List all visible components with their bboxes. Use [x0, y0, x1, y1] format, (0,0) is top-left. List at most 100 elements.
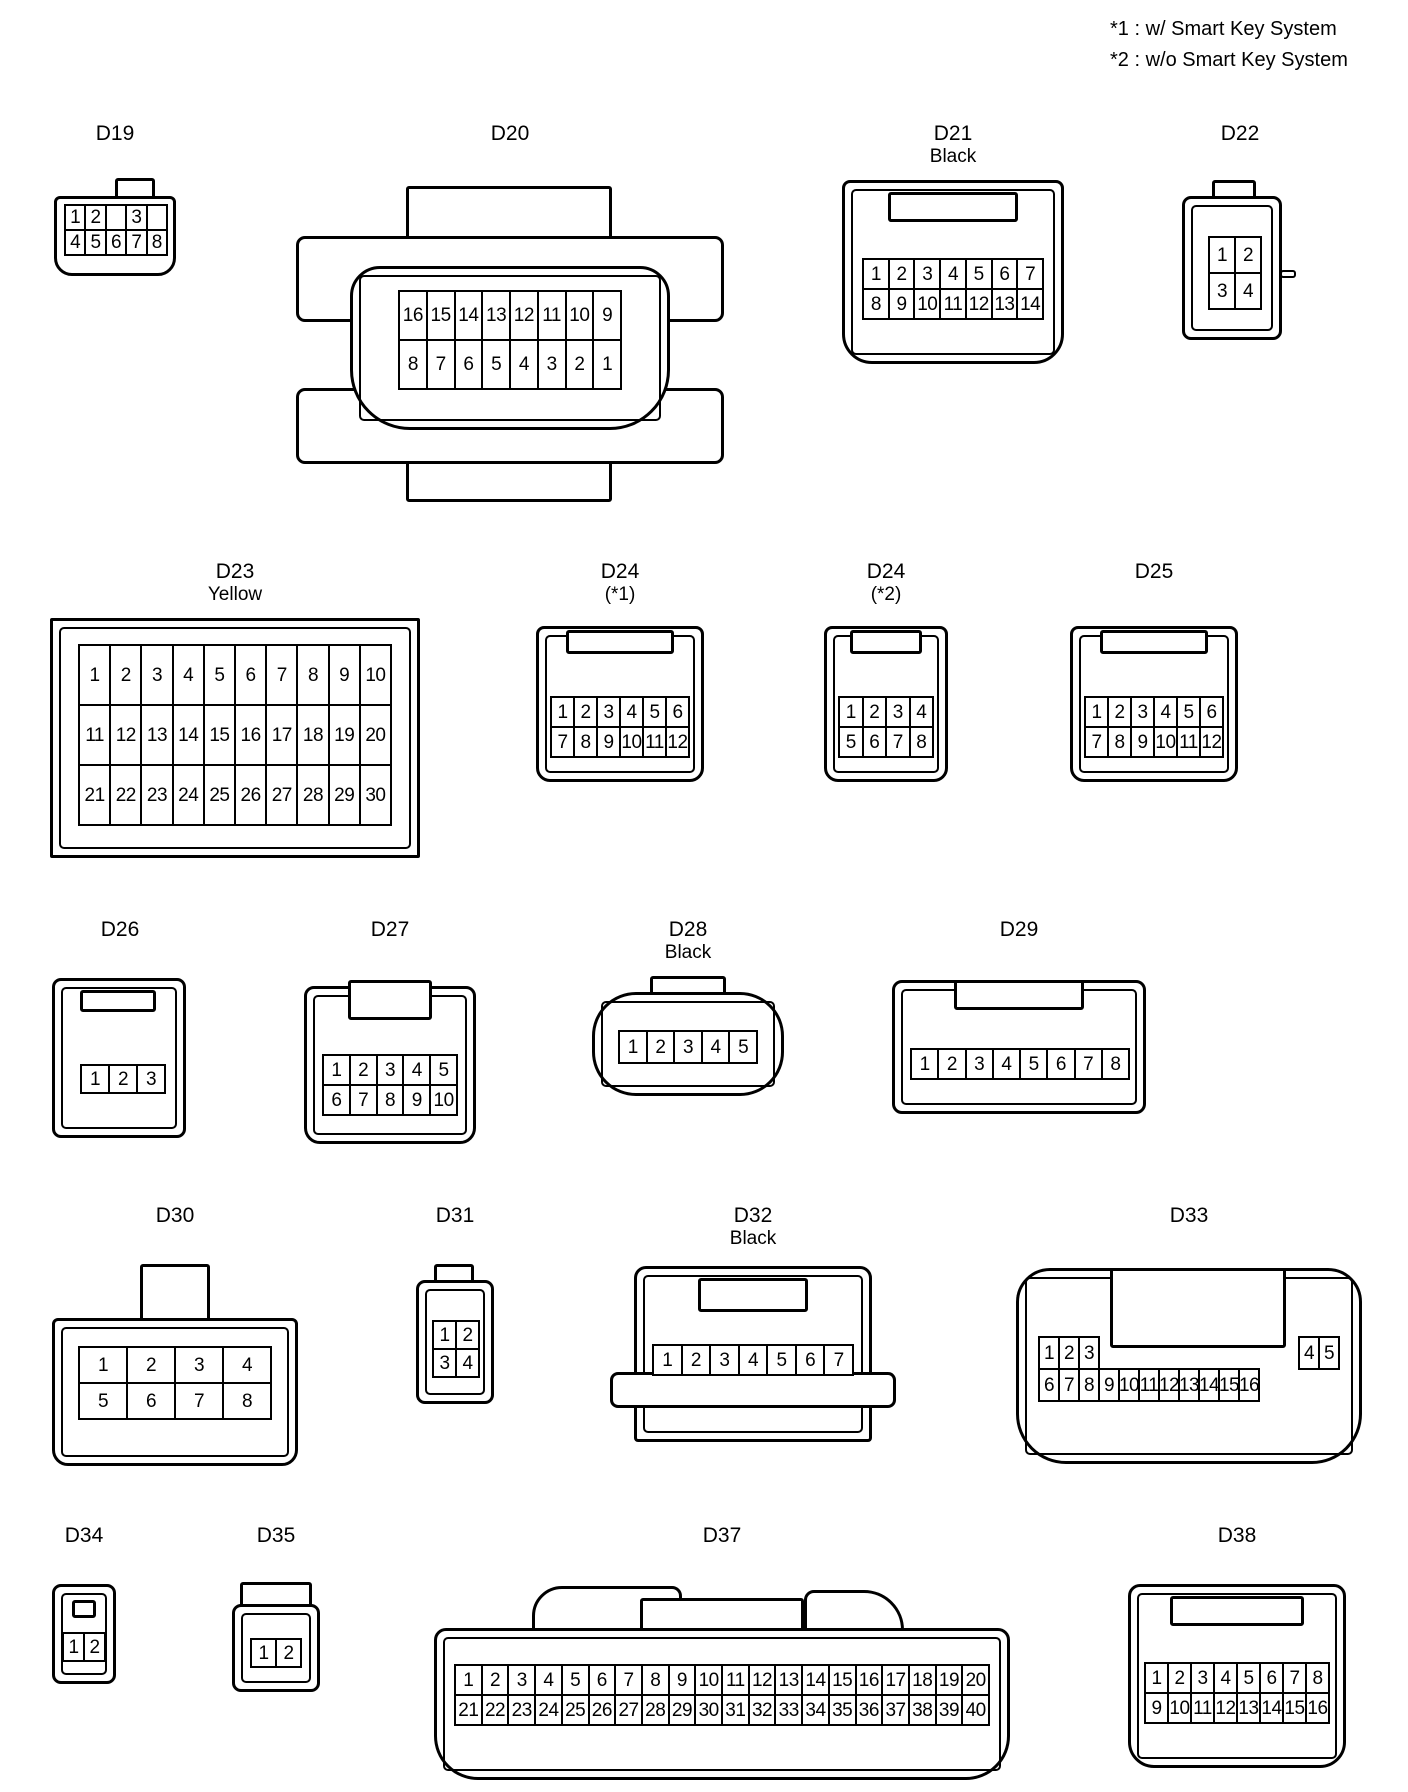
- pin: 8: [147, 231, 166, 254]
- connector-label: D37: [702, 1524, 742, 1547]
- pin: 2: [889, 260, 914, 288]
- pin: 13: [142, 706, 172, 764]
- pin: 3: [887, 698, 909, 726]
- pin: 1: [80, 1348, 126, 1382]
- pin: 1: [252, 1640, 275, 1666]
- pin: 9: [889, 290, 914, 318]
- pin: 7: [552, 728, 573, 756]
- pin: 10: [696, 1666, 721, 1694]
- pin: 15: [829, 1666, 855, 1694]
- pin: 5: [644, 698, 665, 726]
- pin: 2: [939, 1050, 965, 1078]
- pin: 7: [825, 1346, 852, 1374]
- pin: 7: [176, 1384, 222, 1418]
- latch: [72, 1600, 96, 1618]
- pin: 5: [1021, 1050, 1047, 1078]
- pin: 26: [589, 1696, 615, 1724]
- pin: 2: [110, 1066, 136, 1092]
- pin: 3: [377, 1056, 403, 1084]
- pin: 14: [1018, 290, 1042, 318]
- connector-color: Yellow: [207, 584, 263, 605]
- pin: 3: [915, 260, 940, 288]
- pin: 1: [434, 1322, 455, 1348]
- pin: 10: [1169, 1694, 1190, 1722]
- pin: 29: [329, 766, 359, 824]
- pin: 30: [360, 766, 390, 824]
- pin: 5: [431, 1056, 456, 1084]
- latch: [698, 1278, 808, 1312]
- pin: 5: [840, 728, 862, 756]
- pin: 1: [1146, 1664, 1167, 1692]
- pin: 8: [1109, 728, 1130, 756]
- pin: 35: [829, 1696, 855, 1724]
- pin-blank: [1180, 1338, 1198, 1368]
- pin: 9: [1146, 1694, 1167, 1722]
- pin: 12: [1158, 1368, 1180, 1402]
- pin: 32: [749, 1696, 775, 1724]
- pin: 14: [803, 1666, 828, 1694]
- pin: 7: [1075, 1050, 1101, 1078]
- pin: 11: [644, 728, 665, 756]
- side-tab: [1280, 270, 1296, 278]
- pin: 15: [1218, 1368, 1240, 1402]
- pin: 7: [127, 231, 146, 254]
- pin: 1: [456, 1666, 481, 1694]
- latch: [1170, 1596, 1304, 1626]
- pin: 13: [1238, 1694, 1259, 1722]
- pin: 4: [511, 341, 537, 388]
- pin: 21: [80, 766, 110, 824]
- pin: 28: [642, 1696, 668, 1724]
- pin: 12: [749, 1666, 775, 1694]
- pin: 27: [267, 766, 297, 824]
- pin: 25: [204, 766, 234, 824]
- connector-label: D22: [1220, 122, 1260, 145]
- pin: 3: [966, 1050, 992, 1078]
- pin-blank: [1100, 1338, 1118, 1368]
- pin: 17: [883, 1666, 908, 1694]
- latch: [80, 990, 156, 1012]
- pin: 8: [224, 1384, 270, 1418]
- pin: 16: [1238, 1368, 1260, 1402]
- pin: 8: [575, 728, 596, 756]
- latch: [888, 192, 1018, 222]
- pin: 11: [80, 706, 110, 764]
- pin: 1: [66, 206, 85, 229]
- pin-blank: [1200, 1338, 1218, 1368]
- pin: 10: [566, 292, 593, 339]
- pin: 2: [350, 1056, 376, 1084]
- connector-color: Black: [729, 1228, 777, 1249]
- pin: 10: [360, 646, 390, 704]
- flange: [610, 1372, 896, 1408]
- pin: 5: [204, 646, 234, 704]
- pin: 7: [350, 1086, 376, 1114]
- pin: 2: [482, 1666, 508, 1694]
- pin: 1: [654, 1346, 681, 1374]
- pin: 16: [1307, 1694, 1328, 1722]
- pin: 6: [236, 646, 266, 704]
- connector-label: D27: [370, 918, 410, 941]
- pin: 5: [730, 1032, 756, 1062]
- pin: 1: [1210, 238, 1234, 272]
- pin: 2: [85, 1634, 104, 1660]
- pin: 5: [483, 341, 509, 388]
- pin: 20: [963, 1666, 988, 1694]
- pin: 36: [856, 1696, 882, 1724]
- pin: 12: [511, 292, 537, 339]
- pin: 1: [594, 341, 620, 388]
- pin: 16: [236, 706, 266, 764]
- latch: [850, 630, 922, 654]
- connector-color: Black: [929, 146, 977, 167]
- pin: 10: [431, 1086, 456, 1114]
